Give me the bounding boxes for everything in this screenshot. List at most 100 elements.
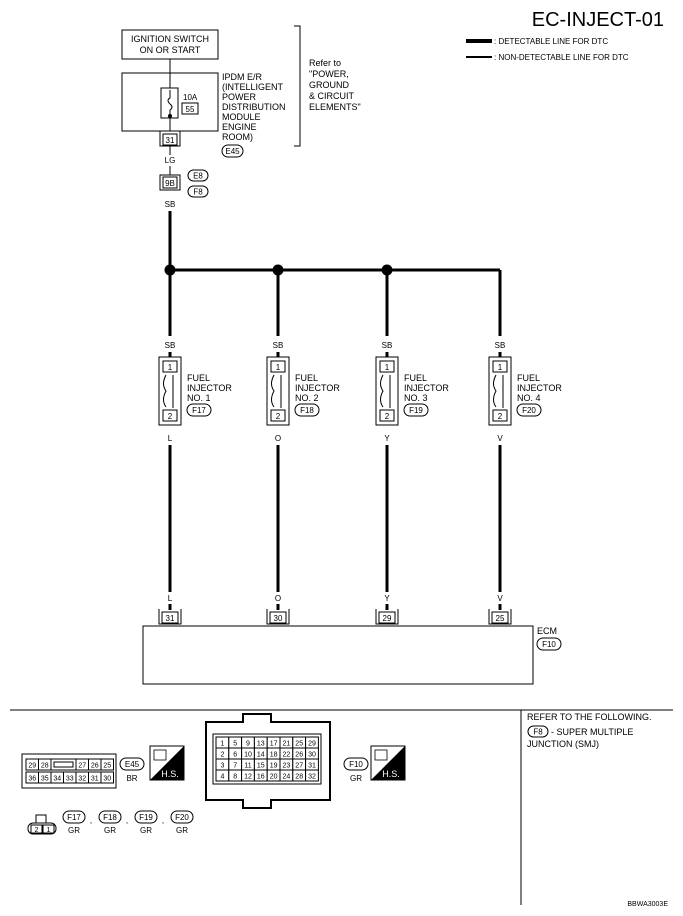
wire-out-color-top: O xyxy=(275,434,281,443)
joint-conn-e8: E8 xyxy=(193,172,203,181)
joint-conn-f8-badge xyxy=(187,185,209,198)
f10-color: GR xyxy=(350,774,362,783)
injector-connector: F17 xyxy=(192,406,206,415)
f10-badge xyxy=(343,757,369,771)
smj-line-1: - SUPER MULTIPLE xyxy=(551,727,633,737)
wire-out-color-top: Y xyxy=(384,434,390,443)
power-bus xyxy=(164,211,500,276)
inj-conn-color: GR xyxy=(104,826,116,835)
wire-color-lg: LG xyxy=(165,156,176,165)
e45-pin-label: 33 xyxy=(66,776,74,783)
inj-conn-separator: , xyxy=(90,816,92,825)
refer-following: REFER TO THE FOLLOWING. xyxy=(527,712,652,722)
f10-hs-text: H.S. xyxy=(382,769,400,779)
injector-name-1: FUEL xyxy=(404,373,427,383)
ecm-pin-box xyxy=(161,611,179,624)
joint-conn-f8: F8 xyxy=(193,188,203,197)
e45-pin-label: 32 xyxy=(78,776,86,783)
refer-line-0: Refer to xyxy=(309,58,341,68)
fuse-rating: 10A xyxy=(183,93,198,102)
injector-pin-top: 1 xyxy=(498,363,503,372)
fuse-number-box xyxy=(181,102,199,115)
ipdm-label-3: DISTRIBUTION xyxy=(222,102,286,112)
f10-pin-label: 2 xyxy=(220,752,224,759)
f10-pin-label: 21 xyxy=(283,741,291,748)
injector-pin-bottom: 2 xyxy=(276,412,281,421)
wire-out-color-bottom: L xyxy=(168,594,173,603)
injector-name-3: NO. 4 xyxy=(517,393,541,403)
refer-line-1: "POWER, xyxy=(309,69,349,79)
injector-pin-bottom: 2 xyxy=(498,412,503,421)
ecm-pin-box xyxy=(378,611,396,624)
smj-line-2: JUNCTION (SMJ) xyxy=(527,739,599,749)
wire-out-color-bottom: O xyxy=(275,594,281,603)
f10-pin-label: 12 xyxy=(244,774,252,781)
wire-in-color: SB xyxy=(495,341,506,350)
injector-name-1: FUEL xyxy=(517,373,540,383)
inj-conn-separator: , xyxy=(162,816,164,825)
f10-pin-label: 13 xyxy=(257,741,265,748)
injector-connector-badge xyxy=(294,403,320,417)
ipdm-er: 10A 55 IPDM E/R (INTELLIGENT POWER DISTR… xyxy=(121,59,286,158)
ipdm-label-0: IPDM E/R xyxy=(222,72,263,82)
injector-connector-badge xyxy=(186,403,212,417)
f10-pin-label: 16 xyxy=(257,774,265,781)
f10-pin-label: 31 xyxy=(308,763,316,770)
injector-body xyxy=(158,356,182,426)
f10-pin-label: 7 xyxy=(233,763,237,770)
e45-badge xyxy=(119,757,145,771)
injector-connector: F19 xyxy=(409,406,423,415)
f10-pin-label: 18 xyxy=(270,752,278,759)
e45-hs-text: H.S. xyxy=(161,769,179,779)
e45-pin-label: 27 xyxy=(78,763,86,770)
wire-in-color: SB xyxy=(165,341,176,350)
wire-in-color: SB xyxy=(382,341,393,350)
f10-pin-label: 3 xyxy=(220,763,224,770)
page-title: EC-INJECT-01 xyxy=(532,9,664,31)
f10-pin-label: 11 xyxy=(244,763,251,770)
f10-pin-label: 1 xyxy=(220,741,224,748)
inj-face-pin-1: 1 xyxy=(47,827,51,834)
f10-pin-label: 8 xyxy=(233,774,237,781)
injector-body xyxy=(488,356,512,426)
f10-pin-label: 24 xyxy=(283,774,291,781)
inj-face-pin-0: 2 xyxy=(35,827,39,834)
ignition-switch: IGNITION SWITCH ON OR START xyxy=(121,29,219,60)
f10-pin-label: 19 xyxy=(270,763,278,770)
f10-pin-label: 6 xyxy=(233,752,237,759)
inj-conn-color: GR xyxy=(176,826,188,835)
smj-connector: F8 xyxy=(533,728,543,737)
ipdm-label-4: MODULE xyxy=(222,112,261,122)
ecm-connector-badge xyxy=(536,637,562,651)
ipdm-label-6: ROOM) xyxy=(222,132,253,142)
injector-pin-bottom-box xyxy=(270,409,286,422)
f10-code: F10 xyxy=(349,760,363,769)
ecm-pin-frame xyxy=(375,609,399,625)
wire-in-color: SB xyxy=(273,341,284,350)
injector-name-3: NO. 1 xyxy=(187,393,211,403)
e45-pin-label: 36 xyxy=(28,776,36,783)
inj-conn-code: F17 xyxy=(67,813,81,822)
injector-name-2: INJECTOR xyxy=(404,383,449,393)
ipdm-connector-badge xyxy=(221,144,244,158)
injector-name-2: INJECTOR xyxy=(187,383,232,393)
ipdm-label-2: POWER xyxy=(222,92,257,102)
inj-face-pin-b xyxy=(42,824,55,834)
f10-pin-label: 22 xyxy=(283,752,291,759)
ipdm-label-5: ENGINE xyxy=(222,122,257,132)
injector-pin-bottom-box xyxy=(162,409,178,422)
diagram-code: BBWA3003E xyxy=(627,901,668,908)
ecm-pin: 31 xyxy=(166,614,175,623)
f10-pin-label: 32 xyxy=(308,774,316,781)
wire-out-color-top: V xyxy=(497,434,503,443)
injector-body xyxy=(266,356,290,426)
smj-badge xyxy=(527,725,549,738)
f10-pin-label: 30 xyxy=(308,752,316,759)
injector-pin-bottom: 2 xyxy=(385,412,390,421)
injector-name-1: FUEL xyxy=(295,373,318,383)
